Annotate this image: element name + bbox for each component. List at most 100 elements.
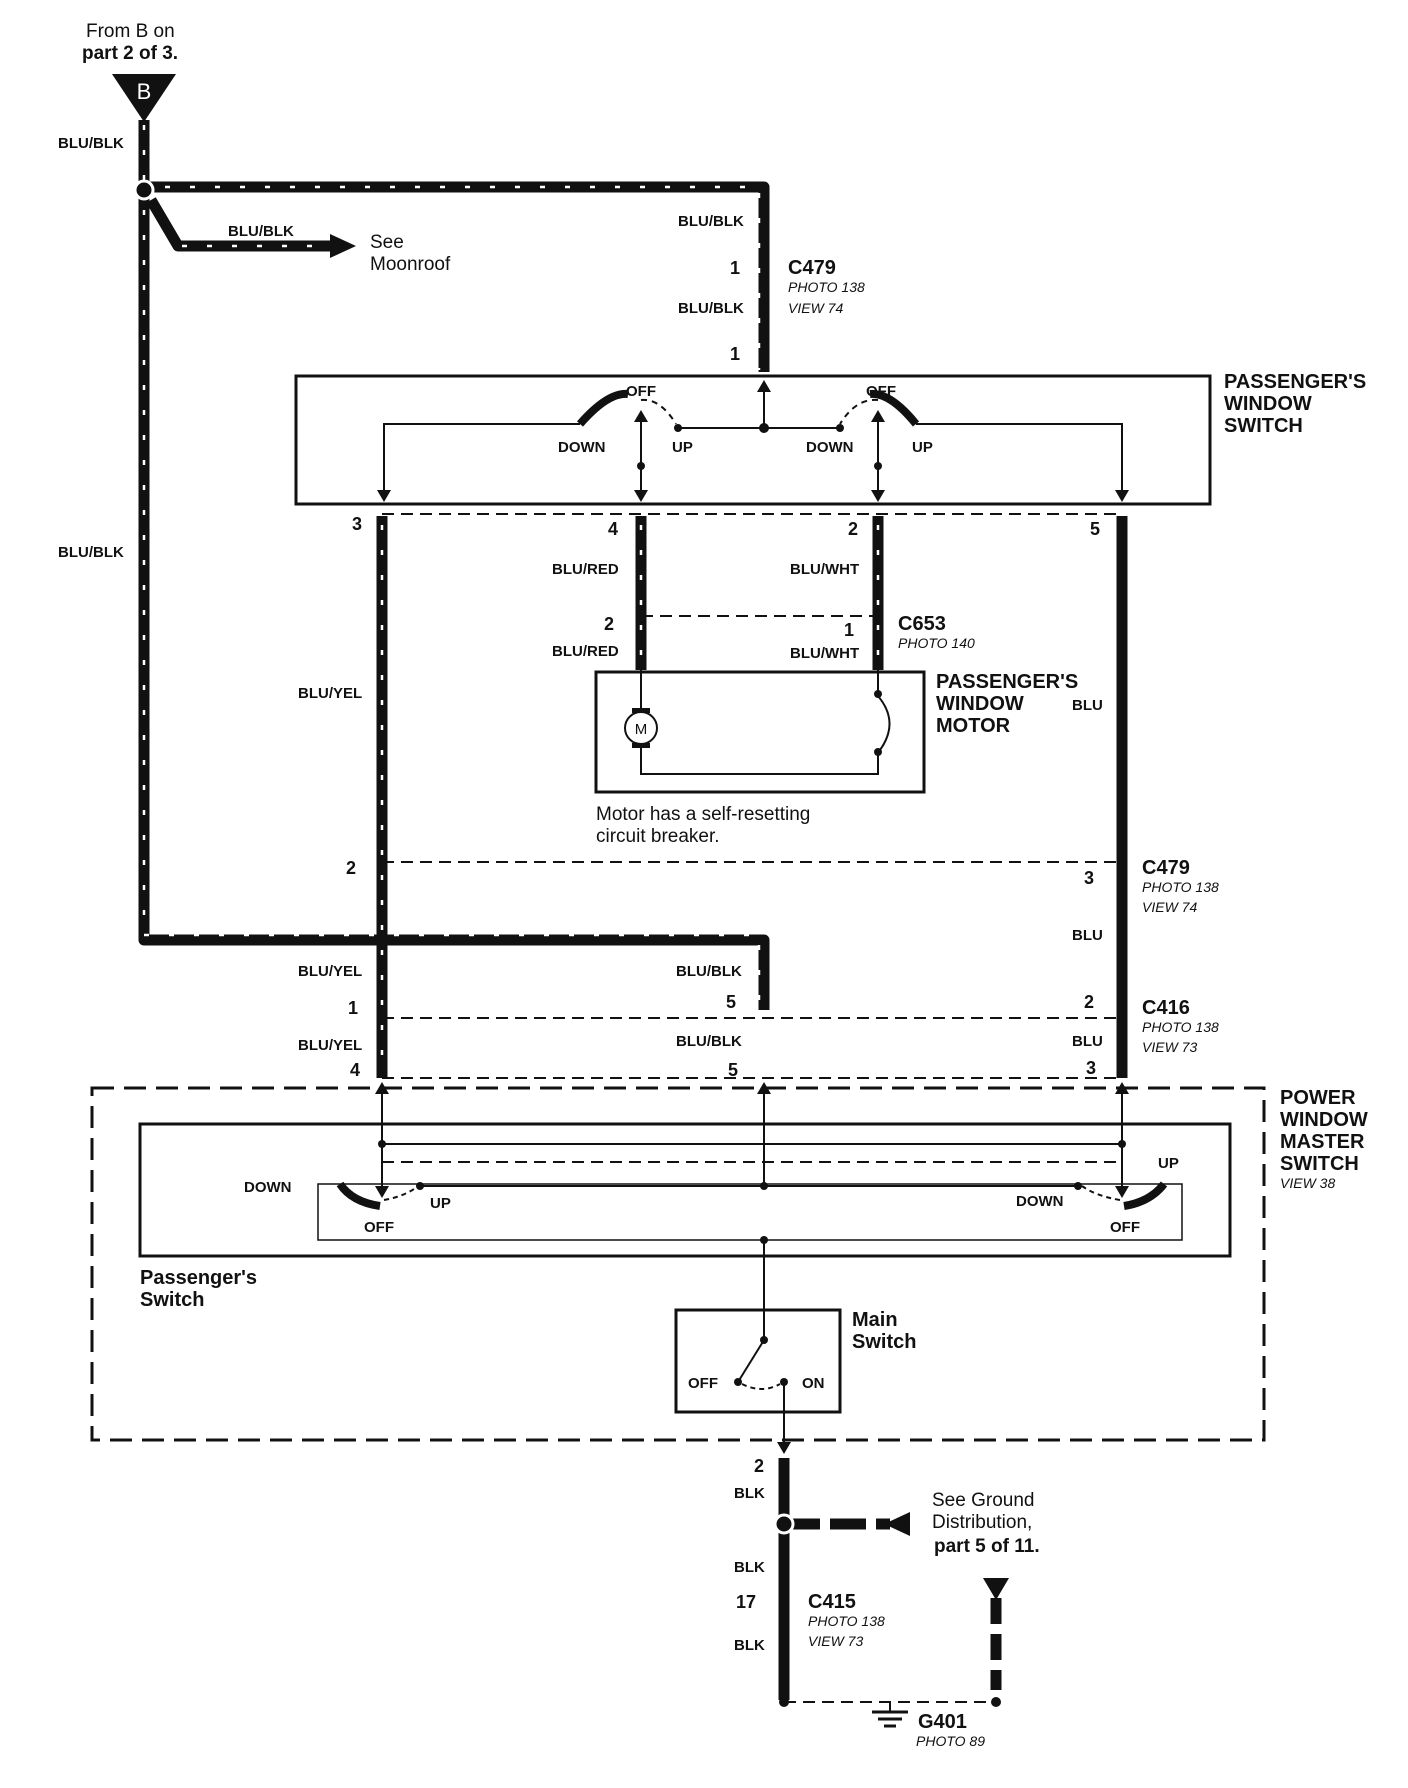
wire-label-blu-blk-top: BLU/BLK xyxy=(58,135,124,152)
pws-pin-3: 3 xyxy=(352,514,362,534)
c416-view: VIEW 73 xyxy=(1142,1039,1197,1055)
wire-label-blk-3: BLK xyxy=(734,1637,765,1654)
ground-pin-2: 2 xyxy=(754,1456,764,1476)
c479-top-pin-upper: 1 xyxy=(730,258,740,278)
wire-label-moonroof: BLU/BLK xyxy=(228,223,294,240)
pwm-label-1: PASSENGER'S xyxy=(936,671,1078,693)
pws-label-2: WINDOW xyxy=(1224,393,1312,415)
pws-pin-5: 5 xyxy=(1090,519,1100,539)
c415-photo: PHOTO 138 xyxy=(808,1613,885,1629)
wire-label-blu-right-lower: BLU xyxy=(1072,1033,1103,1050)
c653-name: C653 xyxy=(898,613,946,635)
ms-down-left: DOWN xyxy=(244,1179,292,1196)
wire-label-blu-blk-lower: BLU/BLK xyxy=(676,1033,742,1050)
motor-note-2: circuit breaker. xyxy=(596,826,720,847)
moonroof-label-moonroof: Moonroof xyxy=(370,254,451,275)
main-switch-off: OFF xyxy=(688,1375,718,1392)
power-window-master-switch-box xyxy=(90,1086,1266,1442)
ms-up-left: UP xyxy=(430,1195,451,1212)
passenger-window-switch-box xyxy=(294,374,1212,506)
pwms-label-1: POWER xyxy=(1280,1087,1356,1109)
connector-b-letter: B xyxy=(137,79,152,104)
pws-internal xyxy=(377,380,1129,502)
ground-ref-2: Distribution, xyxy=(932,1512,1032,1533)
g401-photo: PHOTO 89 xyxy=(916,1733,985,1749)
pws-off-right: OFF xyxy=(866,383,896,400)
ground-triangle-right xyxy=(983,1578,1009,1600)
main-switch-internal xyxy=(734,1336,791,1454)
main-switch-on: ON xyxy=(802,1375,825,1392)
from-b-line2: part 2 of 3. xyxy=(82,43,178,64)
moonroof-label-see: See xyxy=(370,232,404,253)
passengers-switch-box xyxy=(138,1122,1232,1258)
wire-label-blu-wht-upper: BLU/WHT xyxy=(790,561,859,578)
passengers-switch-label-2: Switch xyxy=(140,1289,204,1311)
pws-label-1: PASSENGER'S xyxy=(1224,371,1366,393)
pws-label-3: SWITCH xyxy=(1224,415,1303,437)
pws-up-right: UP xyxy=(912,439,933,456)
c479-lower-name: C479 xyxy=(1142,857,1190,879)
c416-pin-1: 1 xyxy=(348,998,358,1018)
wire-label-blu-yel-lower: BLU/YEL xyxy=(298,1037,362,1054)
wire-label-blu-yel-mid: BLU/YEL xyxy=(298,963,362,980)
motor-note-1: Motor has a self-resetting xyxy=(596,804,810,825)
ground-ref-1: See Ground xyxy=(932,1490,1034,1511)
motor-symbol: M xyxy=(635,721,648,738)
c653-photo: PHOTO 140 xyxy=(898,635,975,651)
c653-pin-1: 1 xyxy=(844,620,854,640)
ground-g401 xyxy=(779,1697,1001,1728)
pwm-label-3: MOTOR xyxy=(936,715,1011,737)
main-switch-box xyxy=(674,1308,842,1414)
wire-label-blk-2: BLK xyxy=(734,1559,765,1576)
c479-top-view: VIEW 74 xyxy=(788,300,843,316)
wire-label-blu-right-mid: BLU xyxy=(1072,927,1103,944)
c479-top-pin-lower: 1 xyxy=(730,344,740,364)
wire-label-c479-upper: BLU/BLK xyxy=(678,213,744,230)
wire-label-blk-1: BLK xyxy=(734,1485,765,1502)
pws-up-left: UP xyxy=(672,439,693,456)
c416-photo: PHOTO 138 xyxy=(1142,1019,1219,1035)
moonroof-arrow xyxy=(330,234,356,258)
pws-pin-2: 2 xyxy=(848,519,858,539)
main-switch-label-2: Switch xyxy=(852,1331,916,1353)
c479-lower-pin-2: 2 xyxy=(346,858,356,878)
wire-label-blu-blk-left: BLU/BLK xyxy=(58,544,124,561)
passengers-switch-internal xyxy=(336,1082,1168,1340)
wire-label-blu-red-upper: BLU/RED xyxy=(552,561,619,578)
c479-lower-photo: PHOTO 138 xyxy=(1142,879,1219,895)
c416-name: C416 xyxy=(1142,997,1190,1019)
motor-internal xyxy=(624,670,891,775)
pws-pin-4: 4 xyxy=(608,519,618,539)
c416-pin-5: 5 xyxy=(726,992,736,1012)
pws-down-left: DOWN xyxy=(558,439,606,456)
passengers-switch-label-1: Passenger's xyxy=(140,1267,257,1289)
passengers-switch-inner-box xyxy=(317,1183,1183,1241)
pwms-label-4: SWITCH xyxy=(1280,1153,1359,1175)
ms-down-right: DOWN xyxy=(1016,1193,1064,1210)
c415-view: VIEW 73 xyxy=(808,1633,863,1649)
wire-label-blu-wht-lower: BLU/WHT xyxy=(790,645,859,662)
main-switch-label-1: Main xyxy=(852,1309,898,1331)
master-pin-5: 5 xyxy=(728,1060,738,1080)
wires-thick xyxy=(138,120,1128,1700)
c479-top-name: C479 xyxy=(788,257,836,279)
master-pin-4: 4 xyxy=(350,1060,360,1080)
splice-top xyxy=(133,179,155,201)
pwms-label-3: MASTER xyxy=(1280,1131,1365,1153)
from-b-line1: From B on xyxy=(86,21,175,42)
splice-ground xyxy=(773,1513,795,1535)
c416-pin-2: 2 xyxy=(1084,992,1094,1012)
pwms-view: VIEW 38 xyxy=(1280,1175,1335,1191)
c415-name: C415 xyxy=(808,1591,856,1613)
pws-down-right: DOWN xyxy=(806,439,854,456)
pwms-label-2: WINDOW xyxy=(1280,1109,1368,1131)
ground-ref-arrow xyxy=(884,1512,910,1536)
wire-label-blu-red-lower: BLU/RED xyxy=(552,643,619,660)
wire-label-blu-blk-mid: BLU/BLK xyxy=(676,963,742,980)
g401-name: G401 xyxy=(918,1711,967,1733)
c479-top-photo: PHOTO 138 xyxy=(788,279,865,295)
pws-off-left: OFF xyxy=(626,383,656,400)
c479-lower-pin-3: 3 xyxy=(1084,868,1094,888)
ms-off-right: OFF xyxy=(1110,1219,1140,1236)
